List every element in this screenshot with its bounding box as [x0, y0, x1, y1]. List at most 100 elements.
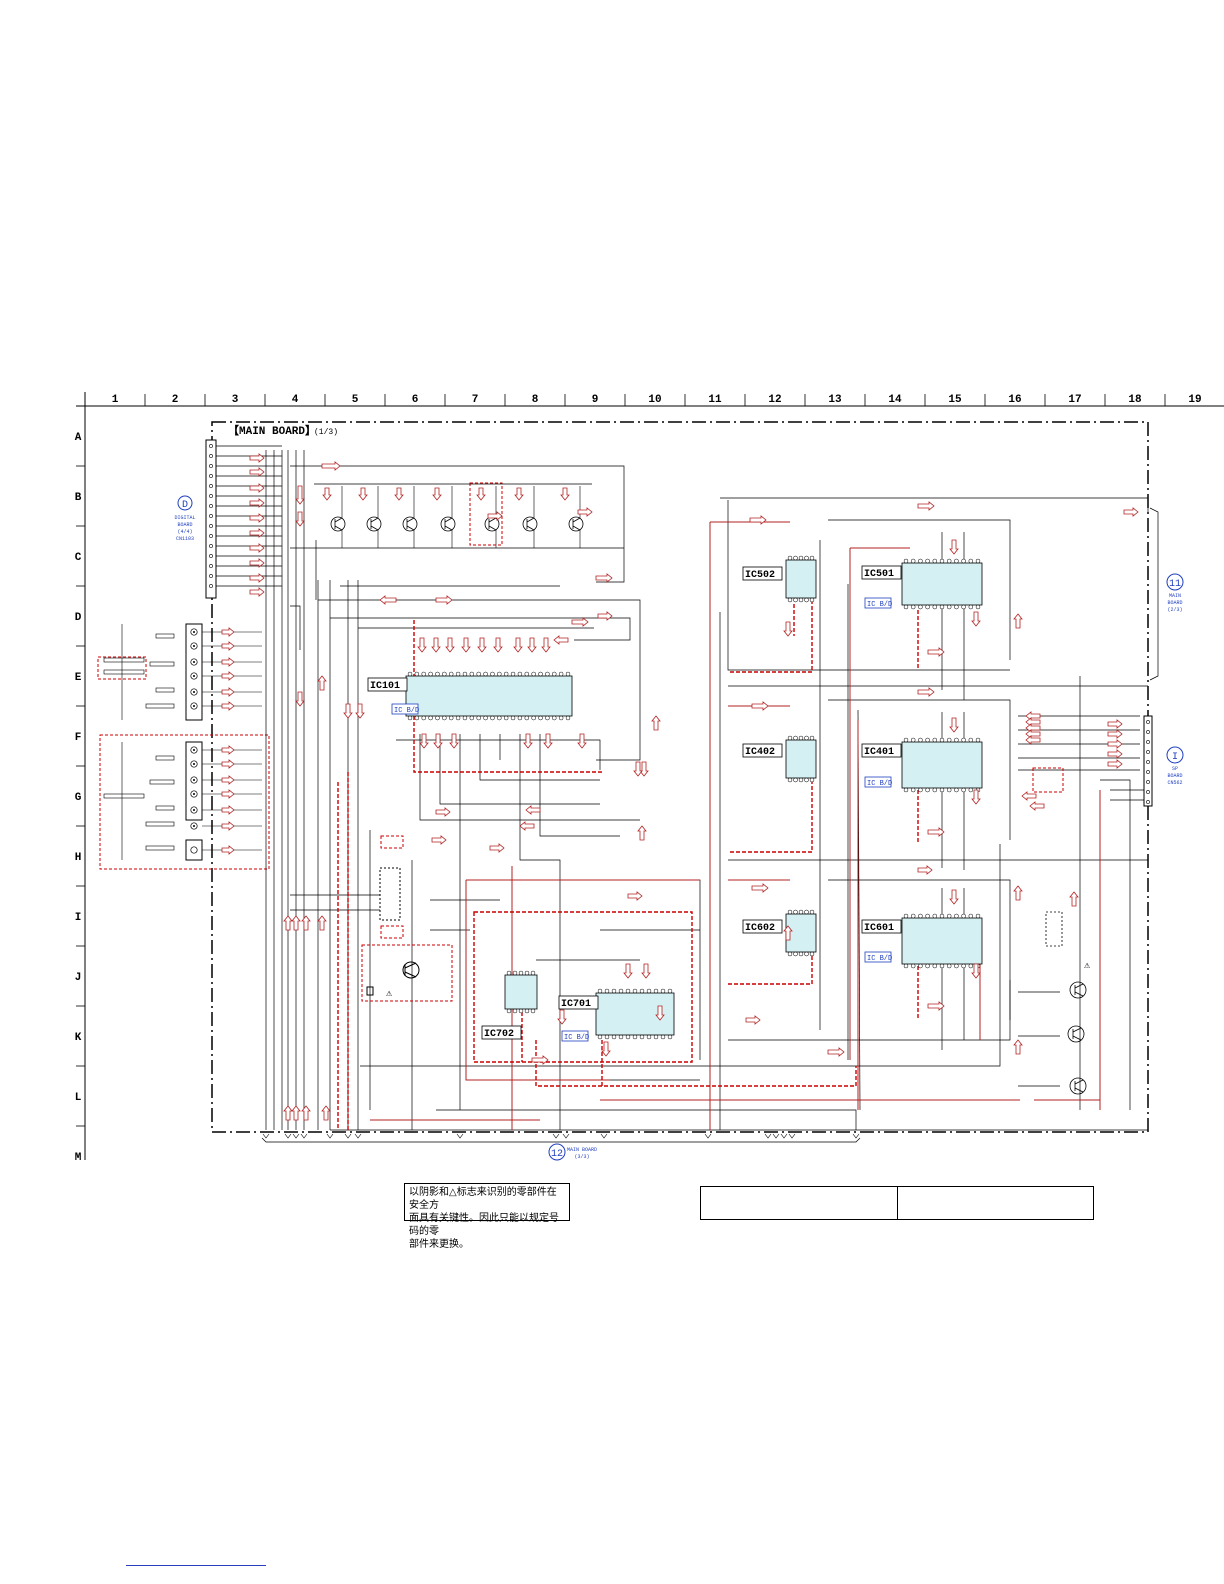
ic-pin	[667, 988, 673, 994]
transistor-icon	[402, 486, 418, 548]
signal-arrow	[571, 617, 589, 627]
signal-arrow	[221, 671, 235, 681]
signal-arrow	[971, 611, 981, 627]
signal-arrow	[417, 637, 427, 653]
ic-pin	[462, 671, 468, 677]
ic-pin	[510, 715, 516, 721]
ic-pin	[490, 671, 495, 677]
ic-pin	[604, 988, 610, 994]
connector-pin	[852, 1133, 860, 1139]
signal-arrow	[651, 715, 661, 731]
ic-pin	[597, 1034, 603, 1040]
ic-pin	[946, 963, 952, 969]
ic-pin	[793, 909, 798, 915]
ic-pin	[804, 777, 809, 783]
ic-pin	[517, 671, 523, 677]
ic-pin	[421, 671, 426, 677]
ic-pin	[787, 777, 793, 783]
connector-badge-icon	[1166, 573, 1184, 591]
signal-arrow	[489, 843, 505, 853]
ic-pin	[968, 913, 974, 919]
signal-arrow	[949, 889, 959, 905]
signal-arrow	[249, 453, 265, 463]
ic-pin	[932, 558, 938, 564]
signal-arrow	[917, 687, 935, 697]
input-jacks-upper	[185, 623, 203, 721]
ic-pin	[798, 909, 804, 915]
signal-arrow	[1013, 885, 1023, 901]
ic-pin	[503, 715, 509, 721]
column-label: 2	[172, 394, 179, 406]
ic-pin	[538, 671, 543, 677]
ic-pin	[552, 715, 557, 721]
ic-pin	[506, 970, 512, 976]
connector-pin	[1146, 750, 1150, 754]
ic-tag: IC B/D	[867, 955, 892, 963]
column-label: 6	[412, 394, 419, 406]
connector-pin	[1146, 760, 1150, 764]
signal-arrow	[249, 467, 265, 477]
signal-arrow	[514, 487, 524, 501]
signal-arrow	[1013, 613, 1023, 629]
jack-switch	[145, 703, 175, 709]
ic-pin	[558, 715, 564, 721]
ic-pin	[961, 963, 966, 969]
ic-pin	[510, 671, 516, 677]
column-label: 10	[648, 394, 661, 406]
ic-pin	[469, 671, 475, 677]
ic-tag-box	[864, 776, 892, 788]
signal-arrow	[394, 487, 404, 501]
main-2-line-3: (2/3)	[1167, 607, 1182, 613]
signal-arrow	[221, 745, 235, 755]
ic-pin	[975, 737, 981, 743]
connector-pin	[1146, 740, 1150, 744]
signal-arrow	[221, 641, 235, 651]
ic-pin	[809, 597, 815, 603]
main-board-3-connector: 12 MAIN BOARD (3/3)	[261, 1133, 861, 1161]
digital-connector-line-2: BOARD	[177, 522, 192, 528]
ic-pin	[552, 671, 557, 677]
signal-arrow	[641, 963, 651, 979]
ic-pin	[618, 988, 624, 994]
ic-pin	[793, 951, 798, 957]
signal-arrow	[221, 821, 235, 831]
signal-arrow	[745, 1015, 761, 1025]
footer-link-line[interactable]	[126, 1565, 266, 1566]
ic-pin	[798, 555, 804, 561]
signal-arrow	[283, 915, 293, 931]
ic-pin	[932, 737, 938, 743]
connector-pin	[704, 1133, 712, 1139]
row-label: I	[75, 912, 82, 924]
signal-arrow	[601, 1041, 611, 1057]
ic-pin	[524, 1008, 530, 1014]
rca-jack-icon	[190, 846, 198, 854]
signal-arrow	[321, 1105, 331, 1121]
ic-pin	[625, 1034, 631, 1040]
ic-pin	[604, 1034, 610, 1040]
ic-pin	[793, 555, 798, 561]
connector-badge-icon	[177, 495, 193, 511]
ic-pin	[954, 913, 959, 919]
signal-arrow	[249, 498, 265, 508]
transistor-icon	[522, 486, 538, 548]
digital-connector-line-3: (4/4)	[177, 529, 192, 535]
row-label: D	[75, 612, 82, 624]
ic-ic402: IC402	[742, 735, 817, 783]
signal-arrow	[477, 637, 487, 653]
ic-pin	[517, 715, 523, 721]
ic-pin	[512, 1008, 518, 1014]
ic-ic502: IC502	[742, 555, 817, 603]
signal-arrow	[221, 845, 235, 855]
reference-table	[700, 1186, 1094, 1220]
signal-arrow	[295, 485, 305, 505]
signal-arrow	[971, 963, 981, 979]
ic-pin	[618, 1034, 624, 1040]
ic-pin	[961, 558, 966, 564]
ic-pin	[660, 988, 666, 994]
ic-pin	[910, 913, 916, 919]
signal-arrow	[321, 461, 341, 471]
signal-arrow	[221, 759, 235, 769]
output-transistor-icon	[1069, 981, 1087, 999]
ic-pin	[809, 777, 815, 783]
